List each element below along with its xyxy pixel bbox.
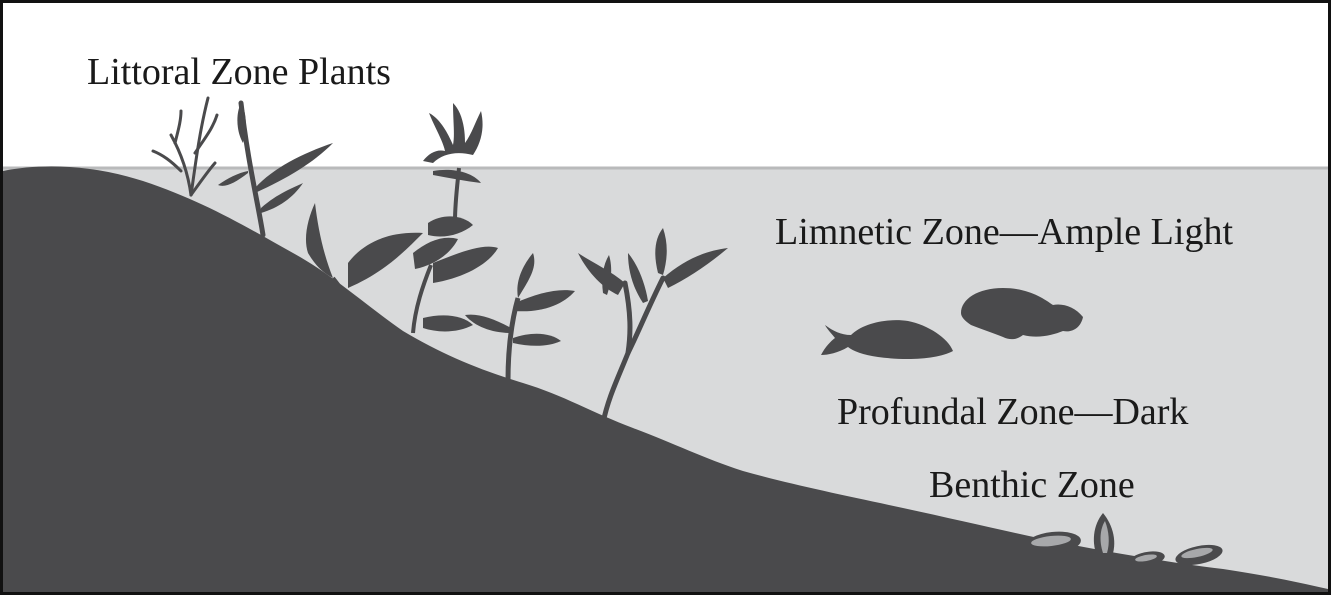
benthic-zone-label: Benthic Zone — [929, 466, 1135, 504]
profundal-zone-label: Profundal Zone—Dark — [837, 393, 1188, 431]
limnetic-zone-label: Limnetic Zone—Ample Light — [775, 213, 1233, 251]
littoral-zone-label: Littoral Zone Plants — [87, 53, 391, 91]
